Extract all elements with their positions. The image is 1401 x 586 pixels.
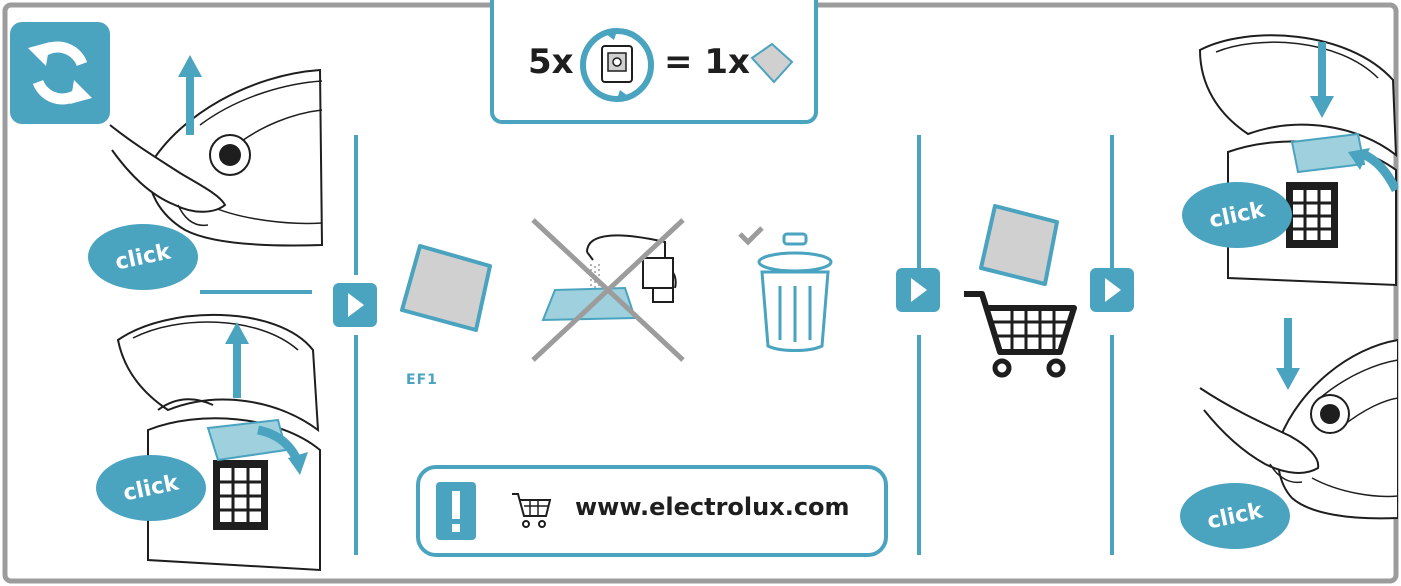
vertical-divider bbox=[917, 335, 921, 555]
vertical-divider bbox=[354, 135, 358, 275]
vertical-divider bbox=[1110, 135, 1114, 275]
filter-icon bbox=[975, 200, 1065, 290]
arrow-up-icon bbox=[225, 322, 249, 398]
next-step-icon bbox=[333, 283, 377, 327]
next-step-icon bbox=[1090, 268, 1134, 312]
click-badge: click bbox=[1182, 182, 1292, 248]
click-badge: click bbox=[88, 224, 198, 290]
website-link[interactable]: www.electrolux.com bbox=[575, 492, 850, 522]
horizontal-divider bbox=[200, 290, 312, 294]
click-badge: click bbox=[96, 455, 206, 521]
filter-icon bbox=[398, 240, 498, 336]
filter-icon bbox=[748, 40, 798, 88]
vertical-divider bbox=[354, 335, 358, 555]
vertical-divider bbox=[1110, 335, 1114, 555]
trash-bin-icon bbox=[752, 230, 842, 355]
vertical-divider bbox=[917, 135, 921, 275]
filter-label: EF1 bbox=[406, 372, 438, 388]
exclamation-icon bbox=[436, 482, 476, 540]
rule-equals-filter: = 1x bbox=[664, 42, 750, 82]
no-washing-illustration bbox=[525, 210, 695, 370]
dust-bag-icon bbox=[578, 26, 656, 104]
vacuum-open-illustration bbox=[108, 310, 323, 575]
next-step-icon bbox=[896, 268, 940, 312]
arrow-down-icon bbox=[1276, 318, 1300, 390]
click-badge: click bbox=[1180, 483, 1290, 549]
shopping-cart-icon bbox=[510, 490, 556, 530]
shopping-cart-icon bbox=[962, 288, 1080, 380]
arrow-down-icon bbox=[1310, 42, 1334, 118]
arrow-up-icon bbox=[178, 55, 202, 135]
vacuum-open-illustration bbox=[1188, 30, 1398, 295]
rule-quantity-bags: 5x bbox=[528, 42, 574, 82]
